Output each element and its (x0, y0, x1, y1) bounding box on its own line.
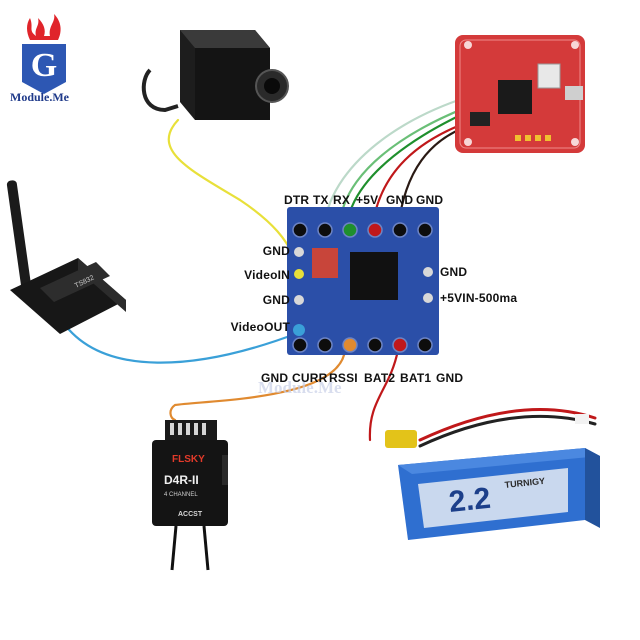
rc-receiver: FLSKY D4R-II 4 CHANNEL ACCST (152, 420, 228, 571)
pin-label-bat1: BAT1 (400, 371, 432, 385)
pin-label-video-in: VideoIN (244, 268, 290, 282)
module-me-logo: G (22, 14, 66, 94)
osd-top-pin-2 (342, 222, 358, 238)
battery-capacity-text: 2.2 (447, 482, 492, 519)
osd-side-pads (293, 247, 433, 336)
yellow-video-wire (167, 118, 301, 272)
pin-label-5vin: +5VIN-500ma (440, 291, 518, 305)
receiver-model-text: D4R-II (164, 473, 199, 487)
osd-bottom-pin-5 (417, 337, 433, 353)
pin-label-gnd-top-1: GND (386, 193, 414, 207)
pin-label-gnd-right: GND (440, 265, 468, 279)
svg-text:G: G (31, 47, 57, 84)
watermark-text: Module.Me (258, 378, 342, 397)
lipo-battery: 2.2 TURNIGY (385, 414, 600, 540)
osd-top-pin-5 (417, 222, 433, 238)
osd-top-pin-3 (367, 222, 383, 238)
fpv-camera (141, 30, 289, 120)
pin-label-rssi: RSSI (329, 371, 358, 385)
osd-top-pin-4 (392, 222, 408, 238)
orange-rssi-wire (169, 348, 347, 422)
red-battery-wire (368, 348, 400, 442)
pin-label-bat2: BAT2 (364, 371, 396, 385)
osd-top-pin-row (292, 222, 433, 238)
pin-label-gnd-bottom-1: GND (261, 371, 289, 385)
osd-bottom-pin-0 (292, 337, 308, 353)
pin-label-gnd-left-1: GND (262, 244, 290, 258)
video-transmitter: TS832 (6, 180, 126, 334)
osd-bottom-pin-2 (342, 337, 358, 353)
pin-label-gnd-top-2: GND (416, 193, 444, 207)
battery-lead-black (418, 414, 597, 448)
receiver-channel-text: 4 CHANNEL (164, 492, 198, 498)
osd-bottom-pin-row (292, 337, 433, 353)
pin-label-video-out: VideoOUT (230, 320, 290, 334)
osd-top-pin-0 (292, 222, 308, 238)
brand-text: Module.Me (10, 90, 69, 104)
pin-label-dtr: DTR (284, 193, 310, 207)
xt60-connector (385, 430, 417, 448)
osd-board (287, 207, 439, 355)
pin-label-curr: CURR (292, 371, 328, 385)
osd-bottom-pin-1 (317, 337, 333, 353)
osd-bottom-pin-4 (392, 337, 408, 353)
osd-bottom-pin-3 (367, 337, 383, 353)
receiver-accst-text: ACCST (178, 511, 203, 518)
blue-video-wire (58, 316, 300, 364)
pin-label-tx: TX (313, 193, 329, 207)
pin-label-5v: +5V (356, 193, 379, 207)
battery-brand-text: TURNIGY (504, 476, 545, 490)
flight-controller-board (455, 35, 585, 153)
balance-connector (575, 414, 589, 424)
pin-label-rx: RX (333, 193, 351, 207)
osd-top-pin-1 (317, 222, 333, 238)
pin-label-gnd-bottom-2: GND (436, 371, 464, 385)
receiver-brand-text: FLSKY (172, 454, 205, 465)
pin-label-gnd-left-2: GND (262, 293, 290, 307)
battery-lead-red (418, 408, 597, 442)
